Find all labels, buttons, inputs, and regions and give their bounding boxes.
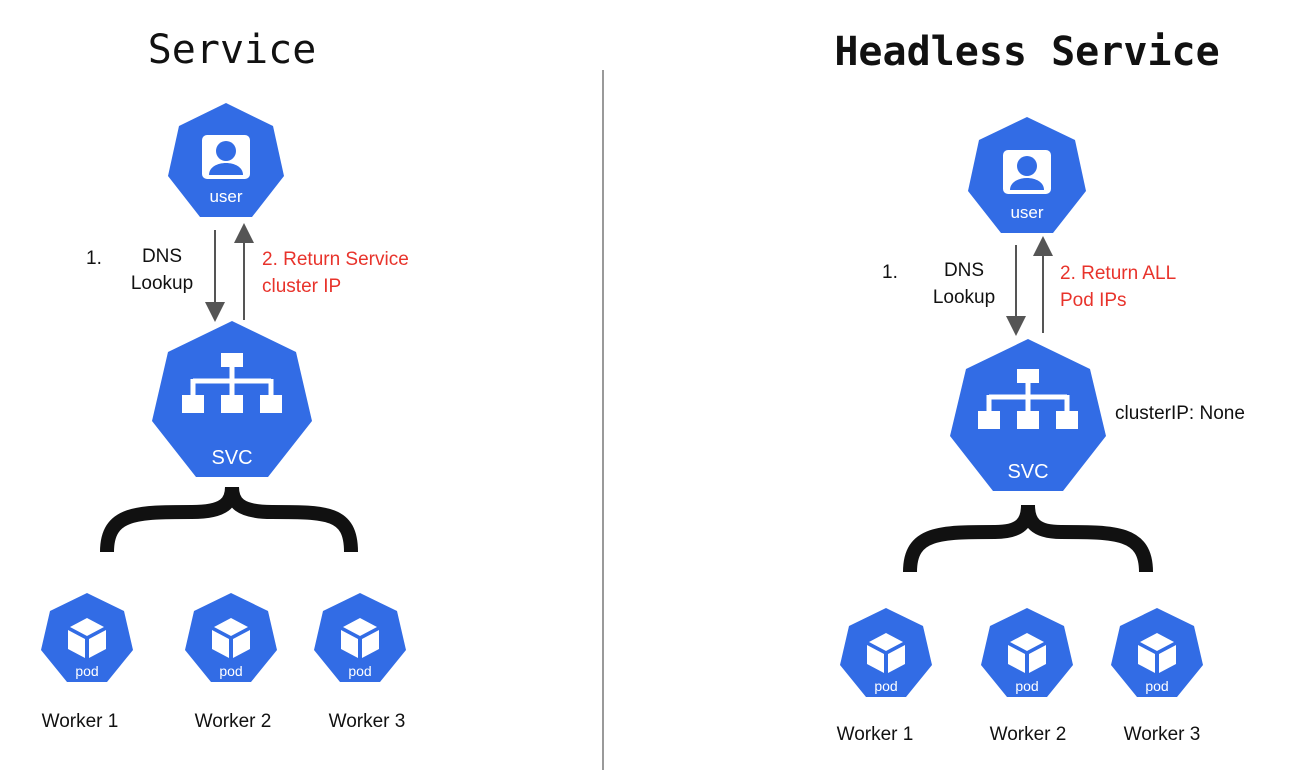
left-panel: Service user 1. DNS Lookup 2. Return Ser…: [41, 27, 409, 732]
step2-line2: cluster IP: [262, 276, 341, 297]
user-node: user: [168, 103, 284, 217]
pod-node: pod: [314, 593, 406, 682]
worker-label: Worker 3: [1124, 724, 1201, 745]
step1-number: 1.: [882, 262, 898, 283]
step2-line1: 2. Return ALL: [1060, 263, 1176, 284]
user-label: user: [209, 187, 242, 206]
svc-label: SVC: [1007, 461, 1048, 483]
svc-node: SVC: [152, 321, 312, 477]
user-icon: [1003, 150, 1051, 194]
right-panel: Headless Service user 1. DNS Lookup 2. R…: [834, 29, 1245, 745]
pod-node: pod: [41, 593, 133, 682]
right-title: Headless Service: [834, 29, 1219, 75]
worker-label: Worker 2: [990, 724, 1067, 745]
svc-label: SVC: [211, 447, 252, 469]
pod-node: pod: [185, 593, 277, 682]
svg-text:pod: pod: [219, 663, 242, 679]
worker-label: Worker 3: [329, 711, 406, 732]
worker-label: Worker 1: [42, 711, 119, 732]
distribution-brace: [100, 486, 358, 553]
svg-text:pod: pod: [1145, 678, 1168, 694]
step2-line2: Pod IPs: [1060, 290, 1127, 311]
step1-line2: Lookup: [933, 287, 995, 308]
worker-label: Worker 2: [195, 711, 272, 732]
pod-node: pod: [840, 608, 932, 697]
svg-text:pod: pod: [1015, 678, 1038, 694]
step1-line1: DNS: [142, 246, 182, 267]
svg-text:pod: pod: [348, 663, 371, 679]
left-title: Service: [148, 27, 317, 73]
pod-node: pod: [981, 608, 1073, 697]
svc-node: SVC: [950, 339, 1106, 491]
pod-node: pod: [1111, 608, 1203, 697]
step1-number: 1.: [86, 248, 102, 269]
user-node: user: [968, 117, 1086, 233]
svg-text:pod: pod: [75, 663, 98, 679]
step2-line1: 2. Return Service: [262, 249, 409, 270]
svg-text:pod: pod: [874, 678, 897, 694]
distribution-brace: [903, 504, 1153, 573]
worker-label: Worker 1: [837, 724, 914, 745]
user-icon: [202, 135, 250, 179]
user-label: user: [1010, 203, 1043, 222]
step1-line2: Lookup: [131, 273, 193, 294]
step1-line1: DNS: [944, 260, 984, 281]
cluster-ip-note: clusterIP: None: [1115, 403, 1245, 424]
